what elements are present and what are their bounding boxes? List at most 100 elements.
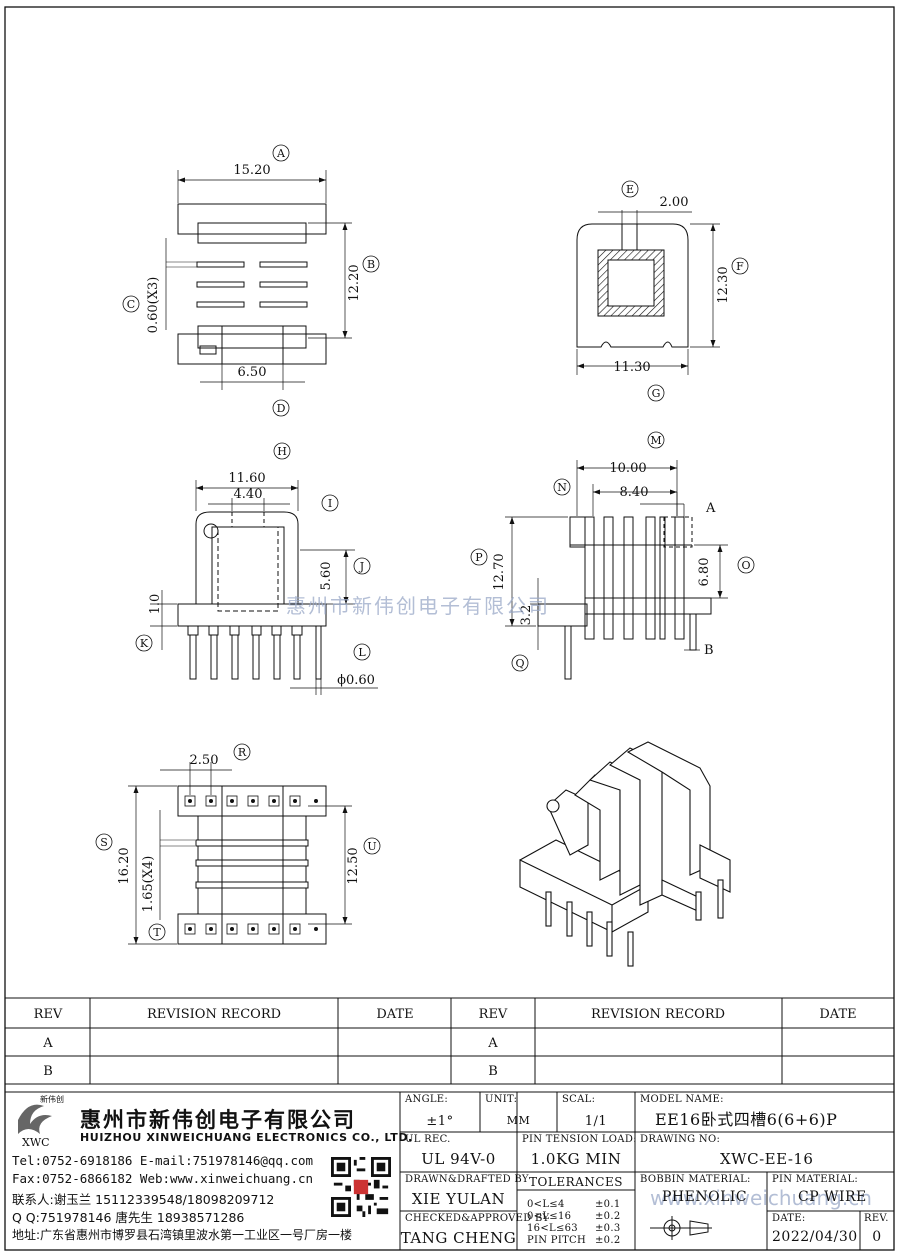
dim-i: 4.40 [234, 487, 263, 502]
watermark-center: 惠州市新伟创电子有限公司 [286, 594, 550, 618]
label-g: G [652, 387, 661, 400]
qq-line: Q Q:751978146 唐先生 18938571286 [12, 1210, 245, 1225]
angle-label: ANGLE: [405, 1094, 449, 1105]
label-d: D [277, 402, 286, 415]
dim-t: 1.65(X4) [141, 856, 156, 913]
mark-a: A [705, 501, 716, 516]
label-s: S [100, 836, 108, 849]
side-view: 10.00 8.40 6.80 12.70 3.2 A B M N O P Q [470, 431, 755, 680]
dim-r: 2.50 [190, 753, 219, 768]
dim-h: 11.60 [228, 471, 265, 486]
unit-value: MM [506, 1114, 531, 1127]
dim-d: 6.50 [238, 365, 267, 380]
drawing-no-label: DRAWING NO: [640, 1134, 721, 1145]
tol-row-4-range: PIN PITCH [527, 1235, 587, 1246]
label-q: Q [515, 657, 524, 670]
date-value: 2022/04/30 [772, 1229, 858, 1245]
bottom-view: 2.50 16.20 1.65(X4) 12.50 R S T U [95, 743, 381, 945]
label-u: U [367, 840, 376, 853]
pin-tension-label: PIN TENSION LOAD: [522, 1134, 637, 1145]
drawn-label: DRAWN&DRAFTED BY [405, 1174, 529, 1185]
drawn-value: XIE YULAN [411, 1190, 506, 1208]
rev-cell-b1: B [43, 1064, 53, 1079]
unit-label: UNIT: [485, 1094, 518, 1105]
label-a: A [276, 147, 286, 160]
label-c: C [127, 298, 135, 311]
tolerances-label: TOLERANCES [529, 1175, 623, 1189]
rev-cell-a2: A [487, 1036, 498, 1051]
tol-row-1-value: ±0.1 [595, 1199, 621, 1210]
label-k: K [140, 637, 149, 650]
tol-row-4-value: ±0.2 [595, 1235, 621, 1246]
label-j: J [359, 560, 364, 573]
label-f: F [736, 260, 744, 273]
dim-p: 12.70 [492, 553, 507, 590]
section-view: 2.00 12.30 11.30 E F G [576, 180, 749, 402]
model-value: EE16卧式四槽6(6+6)P [655, 1110, 838, 1129]
top-view: 15.20 12.20 0.60(X3) 6.50 A B C D [122, 144, 380, 417]
model-label: MODEL NAME: [640, 1094, 724, 1105]
rev-cell-a1: A [42, 1036, 53, 1051]
revision-record-header-2: REVISION RECORD [591, 1007, 725, 1022]
scale-value: 1/1 [584, 1114, 608, 1129]
date-header-2: DATE [819, 1007, 856, 1022]
ul-label: UL REC. [405, 1134, 451, 1145]
pin-tension-value: 1.0KG MIN [530, 1150, 622, 1168]
label-h: H [277, 445, 287, 458]
checked-label: CHECKED&APPROVED BY [405, 1213, 550, 1224]
label-b: B [367, 258, 375, 271]
date-label: DATE: [772, 1213, 806, 1224]
logo-cn-text: 新伟创 [40, 1094, 64, 1104]
dim-b: 12.20 [347, 264, 362, 301]
angle-value: ±1° [426, 1114, 454, 1129]
pin-material-value: CP WIRE [798, 1189, 867, 1205]
label-m: M [650, 434, 661, 447]
dim-g: 11.30 [613, 360, 650, 375]
label-p: P [475, 551, 483, 564]
rev-header-1: REV [34, 1007, 63, 1022]
front-view: 11.60 4.40 5.60 1.0 ϕ0.60 H I J K L [135, 442, 378, 695]
tol-row-1-range: 0<L≤4 [527, 1199, 565, 1210]
label-n: N [557, 481, 567, 494]
company-name-en: HUIZHOU XINWEICHUANG ELECTRONICS CO., LT… [80, 1131, 413, 1144]
address-line: 地址:广东省惠州市博罗县石湾镇里波水第一工业区一号厂房一楼 [12, 1228, 353, 1242]
company-logo: 新伟创 XWC [18, 1094, 64, 1149]
tel-line: Tel:0752-6918186 E-mail:751978146@qq.com [12, 1153, 314, 1168]
dim-k: 1.0 [148, 594, 163, 615]
dim-l: ϕ0.60 [337, 673, 375, 688]
checked-value: TANG CHENG [400, 1229, 517, 1247]
revision-record-header-1: REVISION RECORD [147, 1007, 281, 1022]
dim-c: 0.60(X3) [146, 277, 161, 334]
dim-f: 12.30 [716, 266, 731, 303]
company-name-cn: 惠州市新伟创电子有限公司 [80, 1108, 356, 1132]
rev-value: 0 [872, 1229, 882, 1245]
projection-symbol [650, 1216, 712, 1240]
dim-j: 5.60 [319, 562, 334, 591]
watermark-footer: www.xinweichuang.cn [650, 1186, 872, 1210]
rev-label: REV. [864, 1213, 889, 1224]
scale-label: SCAL: [562, 1094, 596, 1105]
ul-value: UL 94V-0 [421, 1150, 496, 1168]
mark-b: B [704, 643, 714, 658]
contact-line: 联系人:谢玉兰 15112339548/18098209712 [12, 1192, 275, 1207]
label-l: L [358, 646, 366, 659]
label-o: O [741, 559, 750, 572]
dim-a: 15.20 [233, 163, 270, 178]
title-block: 新伟创 XWC [4, 1091, 895, 1251]
date-header-1: DATE [376, 1007, 413, 1022]
tol-row-2-range: 0<L≤16 [527, 1211, 572, 1222]
revision-table: REV REVISION RECORD DATE REV REVISION RE… [4, 997, 895, 1085]
qr-code [331, 1157, 391, 1217]
label-t: T [153, 926, 161, 939]
tol-row-3-value: ±0.3 [595, 1223, 621, 1234]
rev-cell-b2: B [488, 1064, 498, 1079]
isometric-view [519, 741, 731, 967]
tol-row-2-value: ±0.2 [595, 1211, 621, 1222]
dim-e: 2.00 [660, 195, 689, 210]
dim-o: 6.80 [697, 558, 712, 587]
tol-row-3-range: 16<L≤63 [527, 1223, 578, 1234]
dim-m: 10.00 [609, 461, 646, 476]
bobbin-material-label: BOBBIN MATERIAL: [640, 1174, 751, 1185]
dim-s: 16.20 [117, 847, 132, 884]
fax-line: Fax:0752-6866182 Web:www.xinweichuang.cn [12, 1171, 314, 1186]
